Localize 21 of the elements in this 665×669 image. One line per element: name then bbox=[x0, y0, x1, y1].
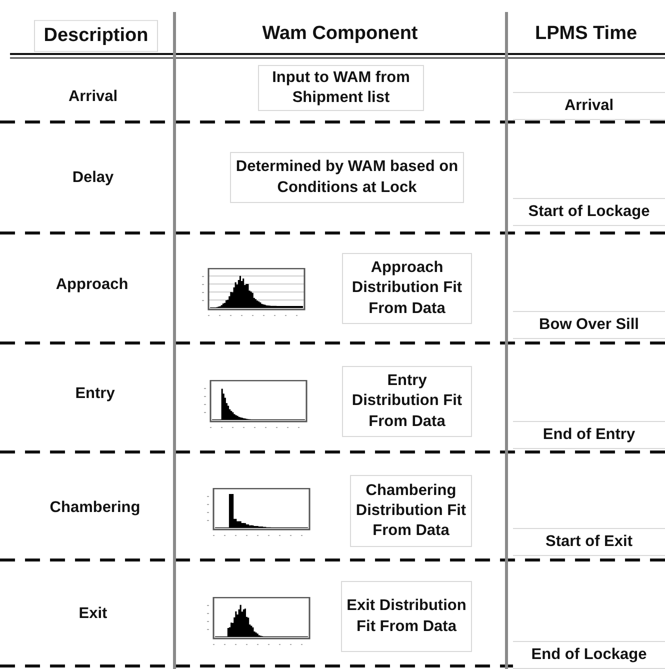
phase-label: Exit bbox=[78, 605, 108, 623]
component-box: Input to WAM from Shipment list bbox=[258, 65, 424, 111]
component-box: Chambering Distribution Fit From Data bbox=[350, 475, 472, 547]
phase-label: Arrival bbox=[68, 88, 118, 106]
time-box: Start of Lockage bbox=[513, 198, 665, 226]
component-box: Approach Distribution Fit From Data bbox=[342, 253, 472, 324]
time-box: Bow Over Sill bbox=[513, 311, 665, 339]
component-box: Entry Distribution Fit From Data bbox=[342, 366, 472, 437]
time-box: Start of Exit bbox=[513, 528, 665, 556]
column-header: Wam Component bbox=[262, 23, 418, 45]
column-header-box: Description bbox=[34, 20, 158, 52]
time-box: End of Entry bbox=[513, 421, 665, 449]
phase-label: Approach bbox=[56, 276, 128, 294]
time-box: End of Lockage bbox=[513, 641, 665, 669]
time-box: Arrival bbox=[513, 92, 665, 120]
column-header: LPMS Time bbox=[534, 23, 638, 45]
component-box: Exit Distribution Fit From Data bbox=[341, 581, 472, 652]
phase-label: Chambering bbox=[50, 499, 140, 517]
phase-label: Entry bbox=[75, 385, 115, 403]
phase-label: Delay bbox=[72, 169, 114, 187]
component-box: Determined by WAM based on Conditions at Lock bbox=[230, 152, 464, 203]
